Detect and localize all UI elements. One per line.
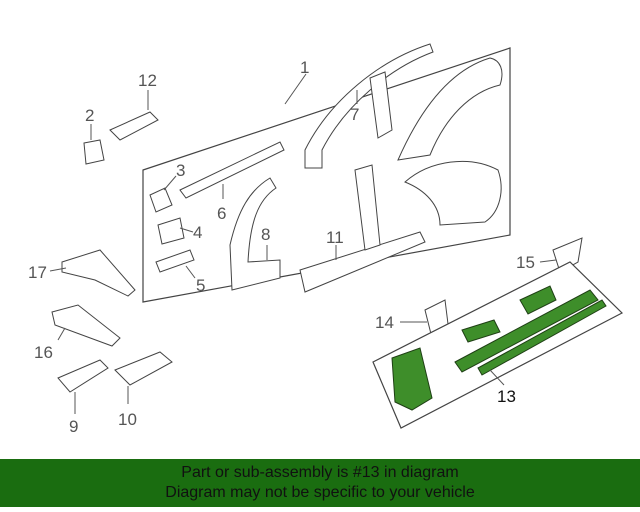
part-2-bracket: [83, 139, 105, 165]
callout-12: 12: [138, 71, 157, 90]
part-12-bracket: [109, 111, 159, 141]
banner-line-1: Part or sub-assembly is #13 in diagram: [181, 464, 459, 481]
a-pillar-lower: [229, 177, 281, 291]
part-16-rail: [51, 304, 121, 347]
part-17-rail: [61, 249, 136, 297]
parts-diagram: 1 2 12 3 6 4 5 7 8 11 17 16 9 10 14 15 1…: [28, 43, 624, 436]
part-4-bracket: [157, 217, 185, 245]
callout-2: 2: [85, 106, 94, 125]
callout-14: 14: [375, 313, 394, 332]
part-5-bracket: [155, 249, 195, 273]
part-3-bracket: [149, 187, 173, 213]
part-13-front-pillar: [391, 347, 433, 411]
info-banner: Part or sub-assembly is #13 in diagram D…: [0, 459, 640, 507]
leader-1: [284, 73, 307, 105]
part-10-panel: [114, 351, 173, 386]
callout-17: 17: [28, 263, 47, 282]
upper-aperture-panel: [304, 43, 434, 169]
leader-16: [57, 327, 66, 341]
callout-16: 16: [34, 343, 53, 362]
callout-9: 9: [69, 417, 78, 436]
callout-13: 13: [497, 387, 516, 406]
roof-side-rail: [179, 141, 285, 199]
leader-3: [163, 175, 177, 191]
part-13-rocker-inner: [454, 289, 599, 373]
leader-4: [179, 227, 194, 233]
upper-b-pillar: [369, 71, 393, 139]
callout-3: 3: [176, 161, 185, 180]
callout-8: 8: [261, 225, 270, 244]
callout-6: 6: [217, 204, 226, 223]
callout-11: 11: [326, 228, 344, 247]
part-15-bracket: [552, 237, 583, 273]
leader-15: [539, 259, 557, 263]
callout-10: 10: [118, 410, 137, 429]
callout-4: 4: [193, 223, 202, 242]
center-pillar-upright: [354, 164, 381, 251]
rear-quarter-lower: [404, 160, 502, 226]
rear-quarter-upper: [397, 57, 503, 161]
part-13-bracket: [461, 319, 501, 343]
banner-line-2: Diagram may not be specific to your vehi…: [165, 484, 475, 501]
part-9-panel: [57, 359, 109, 393]
leader-13: [489, 369, 505, 386]
leader-17: [49, 267, 67, 272]
callout-1: 1: [300, 58, 309, 77]
part-13-rocker-outer: [477, 299, 607, 376]
part-13-upper: [519, 285, 557, 315]
callout-15: 15: [516, 253, 535, 272]
callout-7: 7: [350, 105, 359, 124]
leader-5: [185, 265, 196, 279]
callout-5: 5: [196, 276, 205, 295]
